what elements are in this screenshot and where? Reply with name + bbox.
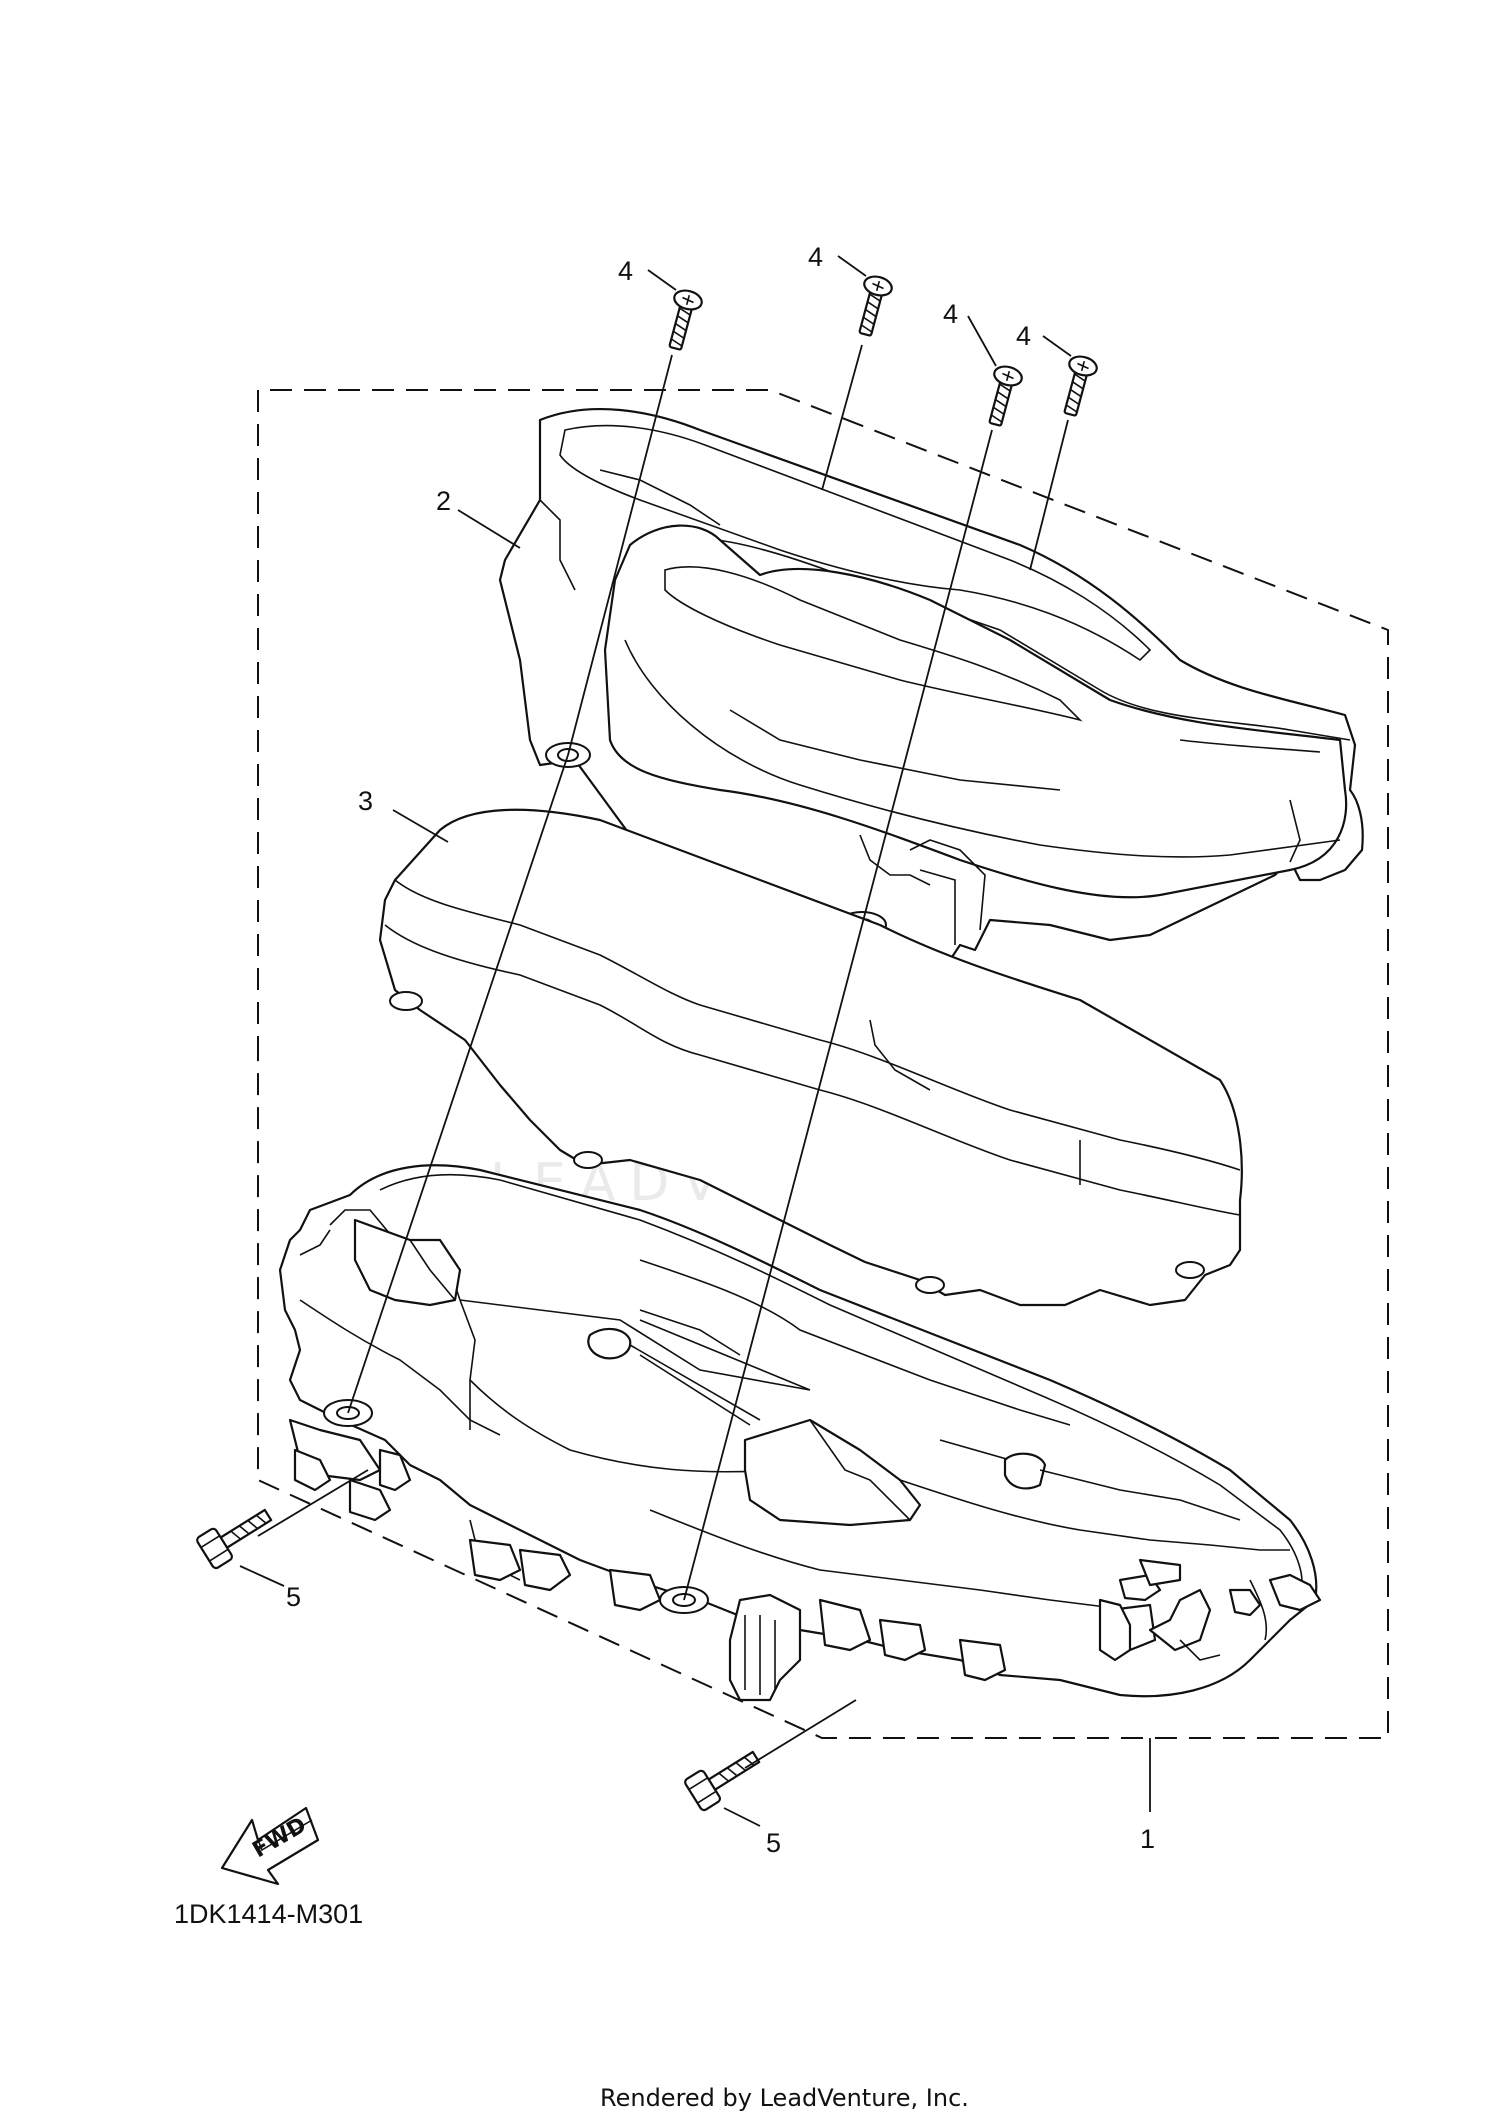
callout-5-a: 5	[286, 1582, 301, 1612]
render-credit: Rendered by LeadVenture, Inc.	[600, 2084, 969, 2112]
fwd-arrow-icon: FWD	[220, 1806, 320, 1886]
callout-leaders	[239, 255, 1151, 1827]
meter-housing-part	[278, 1164, 1322, 1702]
callout-4-a: 4	[618, 256, 633, 286]
callout-2: 2	[436, 486, 451, 516]
callout-4-b: 4	[808, 242, 823, 272]
screw-part-1	[668, 289, 703, 351]
installation-lines	[257, 344, 1069, 1769]
callout-4-d: 4	[1016, 321, 1031, 351]
callout-3: 3	[358, 786, 373, 816]
lens-part	[378, 808, 1243, 1307]
bolt-part-1	[196, 1508, 273, 1570]
assembly-boundary-dashed	[257, 389, 1389, 1739]
bezel-part	[498, 407, 1364, 962]
callout-5-b: 5	[766, 1828, 781, 1858]
diagram-code: 1DK1414-M301	[174, 1899, 363, 1929]
screw-part-2	[858, 275, 893, 337]
callout-4-c: 4	[943, 299, 958, 329]
screw-part-3	[988, 365, 1023, 427]
callout-1: 1	[1140, 1824, 1155, 1854]
bolt-part-2	[684, 1750, 761, 1812]
screw-part-4	[1063, 355, 1098, 417]
